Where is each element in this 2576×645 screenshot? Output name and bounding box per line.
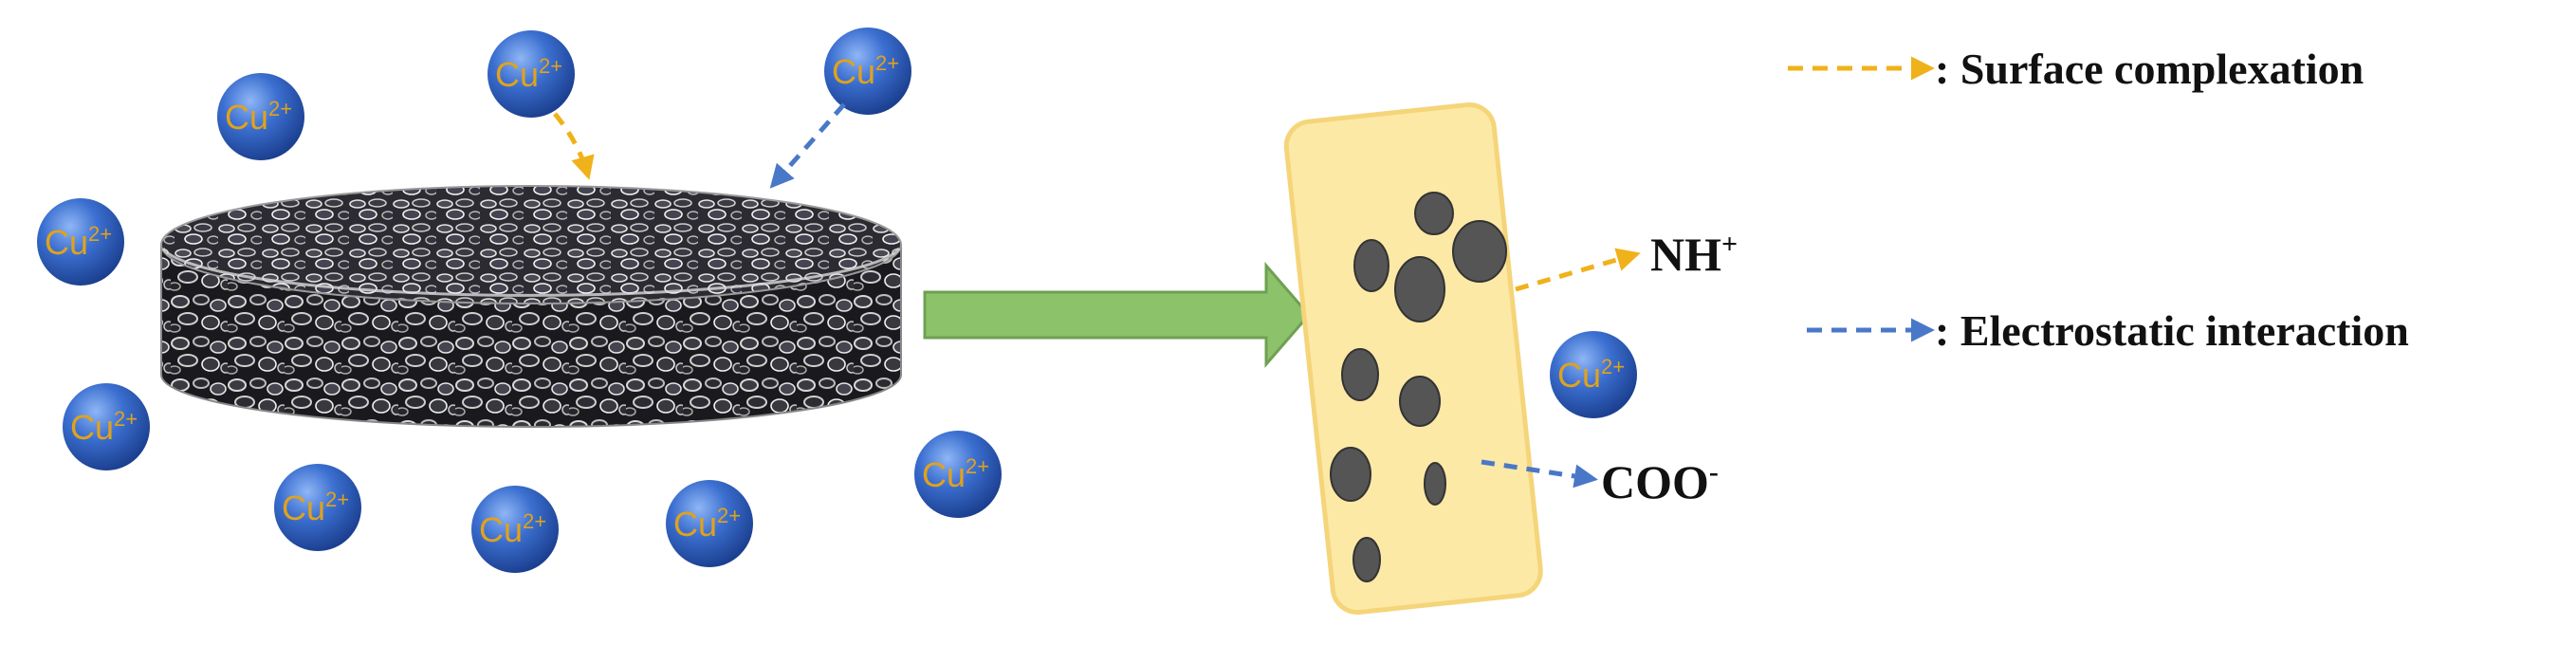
cu-ion: Cu2+ (1550, 331, 1637, 418)
svg-text:Cu2+: Cu2+ (479, 509, 546, 549)
cu-ion: Cu2+ (666, 480, 753, 567)
cu-ion: Cu2+ (274, 464, 361, 551)
pore (1352, 537, 1381, 582)
cu-ion: Cu2+ (914, 431, 1002, 518)
right-arrow-icon (923, 261, 1311, 369)
pore (1394, 256, 1445, 322)
svg-text:: Surface complexation: : Surface complexation (1935, 45, 2364, 93)
svg-text:Cu2+: Cu2+ (832, 51, 899, 91)
cu-ion: Cu2+ (217, 73, 304, 160)
svg-text:Cu2+: Cu2+ (673, 504, 741, 544)
svg-text:Cu2+: Cu2+ (922, 454, 989, 494)
svg-text:Cu2+: Cu2+ (45, 222, 112, 262)
svg-text:: Electrostatic interaction: : Electrostatic interaction (1935, 306, 2409, 355)
svg-text:Cu2+: Cu2+ (282, 488, 349, 527)
electrostatic-arrow (769, 102, 846, 189)
pore (1414, 192, 1454, 235)
cu-ion: Cu2+ (488, 30, 575, 118)
pore (1330, 447, 1371, 502)
pore (1424, 462, 1446, 506)
svg-text:Cu2+: Cu2+ (495, 54, 562, 94)
legend: : Surface complexation : Electrostatic i… (1788, 45, 2409, 355)
cu-ion: Cu2+ (471, 486, 559, 573)
cu-ion: Cu2+ (37, 198, 124, 286)
pore (1341, 348, 1379, 401)
porous-sponge-disk-icon (160, 185, 902, 428)
svg-text:Cu2+: Cu2+ (1557, 355, 1625, 395)
cu-ion: Cu2+ (63, 383, 150, 470)
cu-ion: Cu2+ (824, 28, 911, 115)
svg-text:Cu2+: Cu2+ (70, 407, 138, 447)
svg-text:Cu2+: Cu2+ (225, 97, 292, 137)
pore (1353, 239, 1389, 292)
legend-item-electrostatic-interaction: : Electrostatic interaction (1807, 306, 2409, 355)
coo-minus-label: COO- (1601, 455, 1719, 508)
pore (1399, 376, 1441, 427)
surface-complexation-arrow (1515, 248, 1641, 292)
pore (1452, 220, 1507, 283)
legend-item-surface-complexation: : Surface complexation (1788, 45, 2364, 93)
magnified-fiber-icon (1283, 101, 1543, 615)
nh-plus-label: NH+ (1650, 228, 1738, 281)
electrostatic-arrow (1481, 459, 1598, 488)
surface-complexation-arrow (553, 112, 595, 180)
